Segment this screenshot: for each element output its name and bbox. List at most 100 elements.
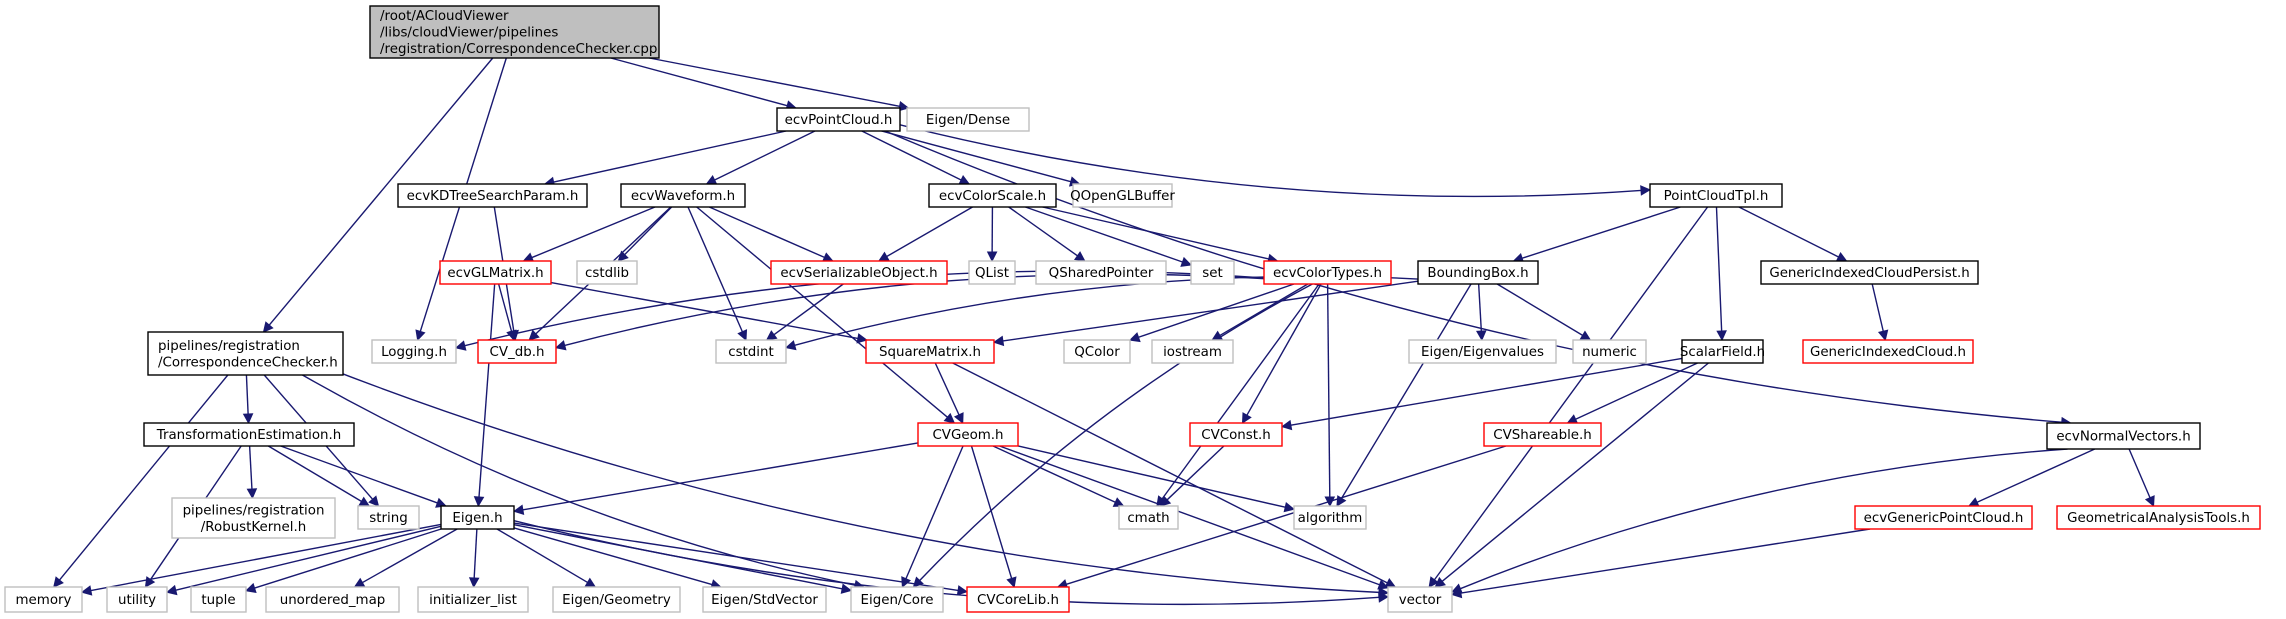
node-genericindexedcloudpersist[interactable]: GenericIndexedCloudPersist.h (1760, 260, 1979, 285)
edge-root-to-ecvpointcloud (610, 57, 797, 111)
node-cvcorelib[interactable]: CVCoreLib.h (966, 586, 1070, 613)
edge-scalarfield-to-vector (1434, 362, 1709, 588)
node-eigen[interactable]: Eigen.h (440, 505, 515, 530)
edge-line (886, 206, 973, 258)
node-box (865, 339, 995, 364)
edge-line (861, 130, 962, 181)
node-label: /registration/CorrespondenceChecker.cpp (380, 42, 657, 57)
edge-line (1871, 283, 1884, 332)
edge-line (1008, 206, 1078, 257)
edge-line (513, 527, 713, 586)
arrowhead-icon (1640, 185, 1652, 196)
arrowhead-icon (554, 340, 567, 351)
arrowhead-icon (1180, 256, 1193, 267)
node-scalarfield[interactable]: ScalarField.h (1680, 339, 1765, 364)
edge-ecvcolorscale-to-qlist (986, 206, 998, 263)
node-box (1649, 183, 1783, 208)
arrowhead-icon (1073, 251, 1086, 262)
node-label: algorithm (1298, 511, 1363, 526)
node-ecvglmatrix[interactable]: ecvGLMatrix.h (439, 260, 552, 285)
node-box (770, 260, 948, 285)
edge-line (248, 445, 253, 490)
node-ecvkdtreesearchparam[interactable]: ecvKDTreeSearchParam.h (397, 183, 588, 208)
edge-line (999, 445, 1380, 586)
node-box (477, 339, 557, 364)
edge-ecvpointcloud-to-pointcloudtpl (899, 124, 1652, 198)
arrowhead-icon (1241, 412, 1252, 424)
node-qcolor: QColor (1063, 339, 1131, 364)
edge-line (649, 57, 900, 107)
edge-line (905, 445, 964, 580)
arrowhead-icon (468, 577, 480, 589)
node-label: ScalarField.h (1680, 345, 1765, 360)
edge-line (1738, 206, 1839, 258)
node-label: Eigen/Eigenvalues (1421, 345, 1544, 360)
arrowhead-icon (856, 333, 868, 344)
node-label: tuple (201, 593, 235, 608)
node-cvgeom[interactable]: CVGeom.h (917, 422, 1019, 447)
edge-line (1219, 283, 1309, 337)
node-label: GenericIndexedCloudPersist.h (1769, 266, 1969, 281)
node-cstdint: cstdint (715, 339, 787, 364)
node-cv-db[interactable]: CV_db.h (477, 339, 557, 364)
edge-cvgeom-to-vector (999, 445, 1390, 590)
node-correspondencecheckerh[interactable]: pipelines/registration/CorrespondenceChe… (147, 331, 344, 376)
edge-eigen-to-initializer-list (468, 528, 480, 589)
edge-line (302, 374, 856, 586)
edge-cvconst-to-cmath (1159, 445, 1225, 507)
edge-line (992, 445, 1116, 503)
node-genericindexedcloud[interactable]: GenericIndexedCloud.h (1802, 339, 1974, 364)
node-geometricalanalysistools[interactable]: GeometricalAnalysisTools.h (2056, 505, 2261, 530)
node-cvconst[interactable]: CVConst.h (1189, 422, 1283, 447)
node-ecvcolorscale[interactable]: ecvColorScale.h (928, 183, 1057, 208)
node-ecvnormalvectors[interactable]: ecvNormalVectors.h (2046, 422, 2201, 450)
node-utility: utility (106, 586, 168, 613)
node-box (1387, 586, 1453, 613)
arrowhead-icon (473, 496, 485, 508)
node-root[interactable]: /root/ACloudViewer/libs/cloudViewer/pipe… (369, 5, 660, 59)
node-label: cstdlib (585, 266, 629, 281)
node-label: vector (1399, 593, 1442, 608)
arrowhead-icon (877, 251, 890, 262)
edge-ecvcolorscale-to-ecvserializableobject (877, 206, 973, 262)
node-label: pipelines/registration (158, 339, 300, 354)
arrowhead-icon (1112, 497, 1125, 507)
node-label: numeric (1582, 345, 1637, 360)
node-transformationestimation[interactable]: TransformationEstimation.h (143, 422, 355, 447)
arrowhead-icon (1716, 330, 1727, 342)
node-squarematrix[interactable]: SquareMatrix.h (865, 339, 995, 364)
node-robustkernel: pipelines/registration/RobustKernel.h (171, 497, 336, 539)
node-ecvgenericpointcloud[interactable]: ecvGenericPointCloud.h (1854, 505, 2033, 530)
edge-line (90, 523, 442, 592)
node-qlist: QList (968, 260, 1016, 285)
node-label: PointCloudTpl.h (1664, 189, 1769, 204)
node-ecvcolortypes[interactable]: ecvColorTypes.h (1263, 260, 1392, 285)
edge-ecvwaveform-to-ecvglmatrix (522, 206, 656, 263)
node-ecvserializableobject[interactable]: ecvSerializableObject.h (770, 260, 948, 285)
edge-line (553, 130, 787, 183)
node-boundingbox[interactable]: BoundingBox.h (1417, 260, 1539, 285)
node-box (1072, 183, 1173, 208)
node-ecvpointcloud[interactable]: ecvPointCloud.h (776, 107, 901, 132)
node-box (106, 586, 168, 613)
node-cvshareable[interactable]: CVShareable.h (1483, 422, 1602, 447)
node-label: ecvKDTreeSearchParam.h (407, 189, 579, 204)
node-box (1572, 339, 1647, 364)
node-pointcloudtpl[interactable]: PointCloudTpl.h (1649, 183, 1783, 208)
edge-line (522, 442, 919, 511)
node-ecvwaveform[interactable]: ecvWaveform.h (620, 183, 746, 208)
node-numeric: numeric (1572, 339, 1647, 364)
arrowhead-icon (1476, 330, 1487, 342)
node-box (1483, 422, 1602, 447)
node-label: CVCoreLib.h (977, 593, 1059, 608)
node-box (1189, 422, 1283, 447)
arrowhead-icon (1566, 414, 1579, 424)
edge-correspondencecheckerh-to-transformationestimation (242, 374, 254, 425)
edge-ecvwaveform-to-ecvserializableobject (709, 206, 834, 263)
edge-ecvwaveform-to-cstdint (687, 206, 748, 342)
node-label: /libs/cloudViewer/pipelines (380, 26, 558, 41)
edge-ecvpointcloud-to-ecvcolorscale (861, 130, 971, 185)
edge-line (473, 528, 478, 579)
node-initializer-list: initializer_list (417, 586, 529, 613)
node-box (1263, 260, 1392, 285)
